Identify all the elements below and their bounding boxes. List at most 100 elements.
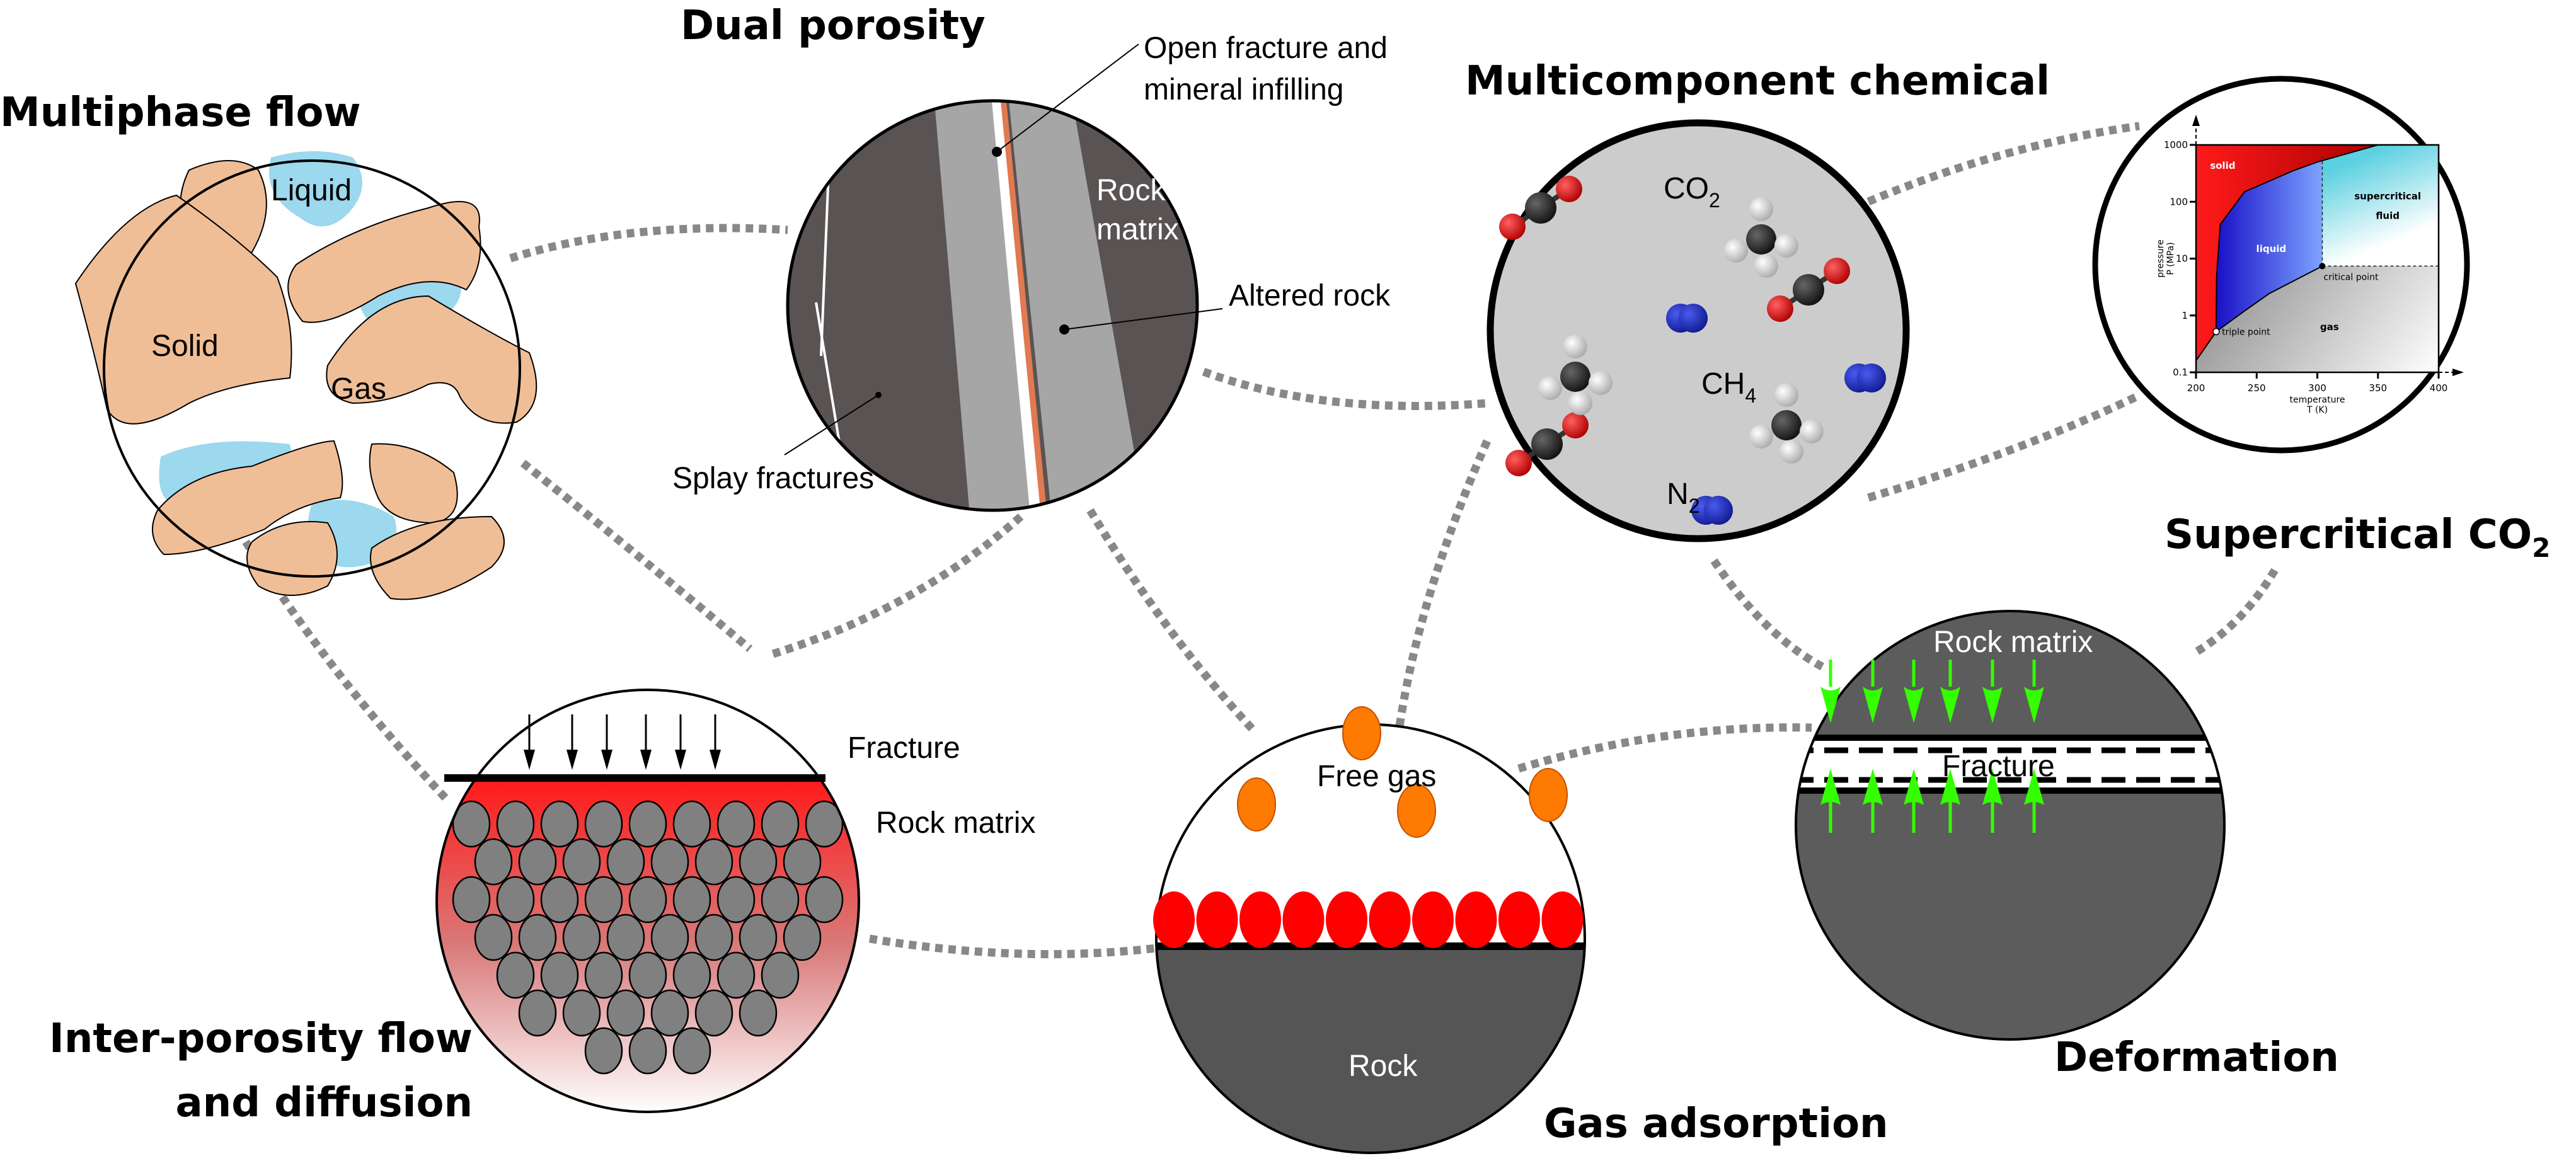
adsorbed-molecule bbox=[1153, 891, 1195, 948]
matrix-grain bbox=[739, 913, 778, 961]
adsorbed-molecule bbox=[1196, 891, 1238, 948]
label-co2: CO2 bbox=[1664, 172, 1720, 212]
triple-point-marker bbox=[2212, 328, 2220, 336]
matrix-grain bbox=[805, 876, 844, 924]
n2-molecule bbox=[1844, 363, 1886, 392]
panel-inter-porosity-flow: Fracture Rock matrix Inter-porosity flow… bbox=[49, 689, 1035, 1126]
label-fracture: Fracture bbox=[848, 731, 960, 765]
matrix-grain bbox=[761, 800, 800, 848]
matrix-grain bbox=[783, 913, 822, 961]
title-multiphase-flow: Multiphase flow bbox=[0, 89, 361, 136]
matrix-grain bbox=[562, 838, 601, 886]
y-axis-label: pressureP (MPa) bbox=[2156, 239, 2176, 277]
n2-molecule bbox=[1691, 496, 1733, 525]
region-supercritical bbox=[2322, 145, 2439, 266]
label-altered-rock: Altered rock bbox=[1229, 279, 1391, 312]
multiphase-circle bbox=[103, 159, 521, 578]
y-tick-label: 0.1 bbox=[2173, 367, 2188, 378]
matrix-grain bbox=[540, 876, 579, 924]
matrix-grain bbox=[650, 989, 689, 1037]
matrix-grain bbox=[518, 838, 557, 886]
matrix-grain bbox=[672, 1027, 711, 1075]
label-liquid: Liquid bbox=[271, 174, 352, 207]
stress-arrows bbox=[1820, 660, 2044, 833]
label-rock-matrix-2: matrix bbox=[1096, 213, 1179, 246]
matrix-grain bbox=[628, 1027, 667, 1075]
flow-arrows bbox=[524, 714, 721, 770]
matrix-grain bbox=[452, 876, 491, 924]
matrix-grain bbox=[496, 951, 535, 999]
curve-sublimation bbox=[2195, 331, 2217, 362]
title-inter-porosity-2: and diffusion bbox=[175, 1080, 473, 1126]
label-n2: N2 bbox=[1667, 478, 1699, 517]
adsorbed-molecule bbox=[1326, 891, 1367, 948]
matrix-grain bbox=[496, 800, 535, 848]
x-axis-unit: T (K) bbox=[2306, 405, 2328, 415]
co2-molecule bbox=[1499, 176, 1582, 240]
compress-arrow-up bbox=[1940, 769, 1960, 805]
matrix-grain bbox=[496, 876, 535, 924]
matrix-grain bbox=[474, 913, 513, 961]
connector-dual-chemical bbox=[1202, 367, 1488, 410]
x-tick-label: 250 bbox=[2248, 382, 2266, 394]
adsorbed-molecule bbox=[1369, 891, 1411, 948]
adsorbed-gas bbox=[1153, 891, 1584, 948]
matrix-grain bbox=[540, 951, 579, 999]
title-deformation: Deformation bbox=[2054, 1034, 2339, 1081]
triple-point-label: triple point bbox=[2222, 327, 2270, 337]
connector-interporosity-adsorption bbox=[868, 934, 1157, 959]
label-rock-matrix-1: Rock bbox=[1096, 174, 1166, 207]
free-gas-molecules bbox=[1237, 706, 1568, 838]
label-liquid: liquid bbox=[2257, 243, 2287, 255]
x-tick-label: 400 bbox=[2430, 382, 2448, 394]
label-fluid: fluid bbox=[2376, 210, 2400, 221]
label-open-fracture-1: Open fracture and bbox=[1144, 31, 1388, 65]
connector-multiphase-dual bbox=[509, 224, 788, 263]
co2-molecule bbox=[1505, 412, 1589, 476]
adsorbed-molecule bbox=[1455, 891, 1497, 948]
co2-molecule bbox=[1767, 258, 1850, 322]
title-multicomponent-chemical: Multicomponent chemical bbox=[1465, 58, 2050, 105]
molecules bbox=[1499, 176, 1886, 525]
y-tick-label: 10 bbox=[2176, 253, 2188, 265]
matrix-grain bbox=[452, 800, 491, 848]
label-gas: gas bbox=[2320, 321, 2339, 333]
panel-deformation: Rock matrix Fracture Deformation bbox=[1795, 610, 2339, 1081]
x-tick-label: 200 bbox=[2187, 382, 2205, 394]
connector-chemical-deformation bbox=[1710, 558, 1827, 672]
matrix-grain bbox=[628, 876, 667, 924]
title-dual-porosity: Dual porosity bbox=[681, 3, 986, 49]
matrix-grain bbox=[584, 951, 623, 999]
compress-arrow-up bbox=[2024, 769, 2044, 805]
title-inter-porosity-1: Inter-porosity flow bbox=[49, 1016, 473, 1062]
connector-supercritical-deformation bbox=[2194, 568, 2279, 656]
matrix-grain bbox=[716, 951, 756, 999]
label-splay-fractures: Splay fractures bbox=[672, 462, 874, 495]
matrix-grain bbox=[739, 989, 778, 1037]
matrix-grain bbox=[783, 838, 822, 886]
open-fracture bbox=[991, 101, 1043, 510]
altered-rock-band-right bbox=[1008, 101, 1147, 510]
matrix-grain bbox=[805, 800, 844, 848]
region-solid bbox=[2196, 145, 2378, 361]
matrix-grain bbox=[584, 876, 623, 924]
y-tick-label: 1 bbox=[2182, 310, 2188, 321]
label-rock: Rock bbox=[1348, 1050, 1418, 1083]
matrix-grain bbox=[650, 913, 689, 961]
compress-arrow-up bbox=[1863, 769, 1883, 805]
matrix-grain bbox=[562, 913, 601, 961]
inter-porosity-circle bbox=[435, 689, 860, 1113]
panel-multicomponent-chemical: Multicomponent chemical CO2 CH4 N2 bbox=[1465, 58, 2050, 542]
label-fracture: Fracture bbox=[1942, 750, 2055, 783]
matrix-grain bbox=[584, 800, 623, 848]
ch4-molecule bbox=[1724, 197, 1798, 278]
dual-porosity-circle bbox=[786, 99, 1199, 512]
matrix-grain bbox=[518, 989, 557, 1037]
compress-arrow-up bbox=[1982, 769, 2003, 805]
title-gas-adsorption: Gas adsorption bbox=[1544, 1101, 1889, 1147]
label-open-fracture-2: mineral infilling bbox=[1144, 73, 1343, 106]
adsorbed-molecule bbox=[1498, 891, 1540, 948]
splay-fracture-2 bbox=[821, 116, 833, 161]
